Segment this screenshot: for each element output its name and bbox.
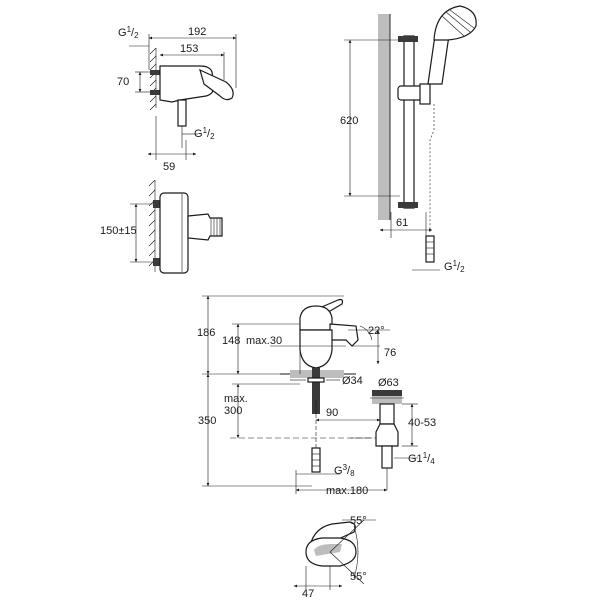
height-350-label: 350 [198,415,216,427]
thread-hose-label: G1/2 [444,259,465,274]
rail-depth-label: 61 [396,217,408,229]
width-total-label: 192 [188,26,206,38]
height-total-label: 186 [197,327,215,339]
thread-in-label: G1/2 [118,25,139,40]
basin-mixer-top: 55° 55° 47 [293,515,376,600]
swing-bottom-label: 55° [350,571,367,583]
shower-mixer-front: 150±15 [100,179,223,274]
basin-mixer-dimensions [202,295,418,494]
max-300-b-label: 300 [224,405,242,417]
shower-rail: 620 61 G1/2 [340,5,477,274]
angle-spout-label: 22° [368,325,385,337]
reach-label: 76 [384,347,396,359]
waste-range-label: 40-53 [408,417,436,429]
lever-47-label: 47 [302,588,314,600]
max-30-label: max.30 [246,335,282,347]
width-body-label: 153 [180,43,198,55]
basin-mixer-labels: 186 148 max.30 22° 76 Ø34 max. 300 350 Ø… [197,325,436,497]
thread-waste-label: G11/4 [408,451,435,466]
shower-mixer-dimensions [129,34,237,160]
depth-wall-label: 59 [163,161,175,173]
hose-90-label: 90 [326,407,338,419]
shower-mixer-labels: G1/2 192 153 70 G1/2 59 [117,25,215,173]
basin-mixer-side [230,298,402,490]
shower-mixer-top [149,47,234,148]
thread-supply-label: G3/8 [334,463,355,478]
thread-out-label: G1/2 [194,126,215,141]
swing-top-label: 55° [350,515,367,527]
centres-label: 150±15 [100,225,137,237]
rail-height-label: 620 [340,115,358,127]
max-300-a-label: max. [224,393,248,405]
max-180-label: max.180 [326,485,368,497]
height-inlet-label: 70 [117,76,129,88]
waste-dia-label: Ø63 [378,377,399,389]
hole-dia-label: Ø34 [342,375,363,387]
height-spout-label: 148 [222,335,240,347]
